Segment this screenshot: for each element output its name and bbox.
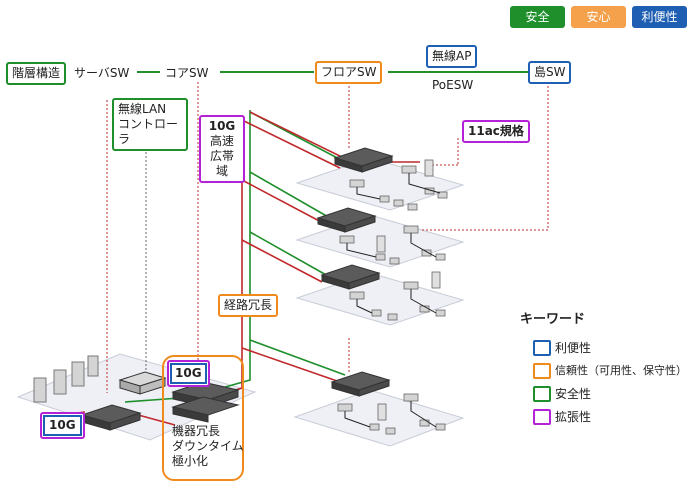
device-redundancy-line2: ダウンタイム bbox=[172, 439, 244, 453]
hierarchy-label: 階層構造 bbox=[6, 62, 67, 85]
floor-sw-label: フロアSW bbox=[315, 61, 383, 84]
device-redundancy-frame bbox=[162, 355, 244, 481]
device-redundancy-line3: 極小化 bbox=[172, 454, 209, 468]
bandwidth-line2: 高速 bbox=[209, 134, 234, 148]
legend-swatch-safety bbox=[533, 386, 551, 402]
island-sw-label: 島SW bbox=[528, 61, 572, 84]
device-redundancy-text: 機器冗長 ダウンタイム 極小化 bbox=[172, 424, 244, 469]
legend-swatch-expandability bbox=[533, 409, 551, 425]
legend-label-expandability: 拡張性 bbox=[555, 410, 592, 424]
server-10g-tag: 10G bbox=[43, 415, 82, 436]
poe-sw-label: PoESW bbox=[432, 78, 474, 92]
safety-category-tag: 安全 bbox=[510, 6, 565, 28]
wlan-controller-label: 無線LAN コントローラ bbox=[112, 98, 188, 151]
wlan-controller-line2: コントローラ bbox=[118, 117, 179, 146]
bandwidth-line3: 広帯域 bbox=[209, 149, 234, 178]
legend-swatch-convenience bbox=[533, 340, 551, 356]
legend-label-safety: 安全性 bbox=[555, 387, 592, 401]
route-redundancy-label: 経路冗長 bbox=[218, 294, 279, 317]
convenience-category-tag: 利便性 bbox=[632, 6, 687, 28]
core-sw-label: コアSW bbox=[165, 66, 209, 80]
core-10g-tag: 10G bbox=[170, 363, 207, 384]
wireless-ap-label: 無線AP bbox=[426, 45, 478, 68]
legend-title: キーワード bbox=[520, 312, 586, 327]
wlan-controller-line1: 無線LAN bbox=[118, 102, 167, 116]
legend-label-reliability: 信頼性（可用性、保守性） bbox=[555, 364, 687, 377]
server-sw-label: サーバSW bbox=[74, 66, 130, 80]
core-10g-tag-outer: 10G bbox=[167, 360, 210, 387]
bandwidth-line1: 10G bbox=[208, 119, 236, 133]
high-bandwidth-label: 10G 高速 広帯域 bbox=[199, 115, 245, 183]
legend-label-convenience: 利便性 bbox=[555, 341, 592, 355]
legend-swatch-reliability bbox=[533, 363, 551, 379]
reliability-category-tag: 安心 bbox=[571, 6, 626, 28]
server-10g-tag-outer: 10G bbox=[40, 412, 85, 439]
device-redundancy-line1: 機器冗長 bbox=[172, 424, 221, 438]
standard-11ac-label: 11ac規格 bbox=[462, 120, 530, 143]
